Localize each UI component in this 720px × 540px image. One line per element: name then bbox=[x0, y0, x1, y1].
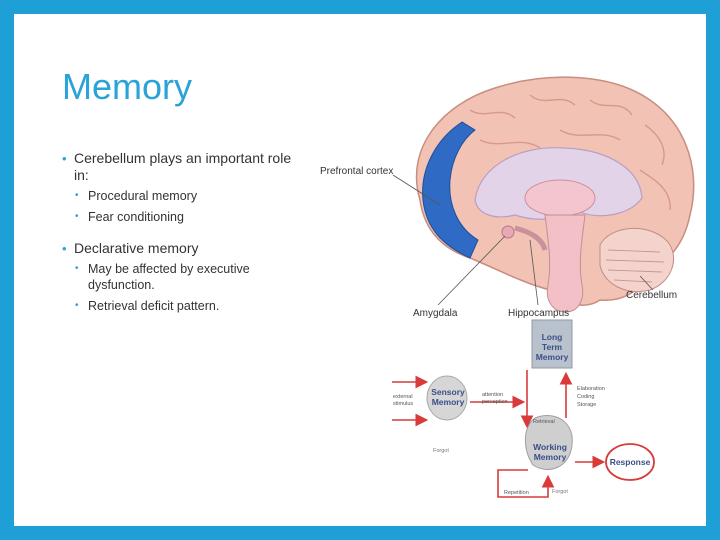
sub-bullet-retrieval: Retrieval deficit pattern. bbox=[62, 298, 302, 314]
bullet-declarative: Declarative memory bbox=[62, 240, 302, 257]
forgot-label-2: Forgot bbox=[552, 489, 568, 495]
label-hippocampus: Hippocampus bbox=[508, 308, 569, 319]
hippocampus-region bbox=[514, 225, 548, 251]
label-amygdala: Amygdala bbox=[413, 308, 458, 319]
slide-title: Memory bbox=[62, 66, 193, 107]
thalamus bbox=[524, 179, 596, 217]
prefrontal-cortex-region bbox=[422, 121, 479, 259]
amygdala-region bbox=[501, 225, 515, 239]
label-cerebellum: Cerebellum bbox=[626, 290, 677, 301]
retrieval-label: Retrieval bbox=[533, 419, 555, 425]
label-prefrontal-cortex: Prefrontal cortex bbox=[320, 166, 393, 177]
long-term-memory-block bbox=[531, 319, 573, 369]
sub-bullet-executive: May be affected by executive dysfunction… bbox=[62, 261, 302, 293]
sub-bullet-fear: Fear conditioning bbox=[62, 209, 302, 225]
cerebellum-region bbox=[599, 228, 675, 293]
response-label: Response bbox=[610, 457, 651, 467]
brainstem bbox=[544, 214, 586, 313]
sensory-head bbox=[426, 375, 468, 421]
repetition-label: Repetition bbox=[504, 490, 529, 496]
bullet-list: Cerebellum plays an important role in: P… bbox=[62, 150, 302, 319]
working-memory-head bbox=[524, 415, 573, 470]
sub-bullet-procedural: Procedural memory bbox=[62, 188, 302, 204]
forgot-label-1: Forgot bbox=[433, 448, 449, 454]
bullet-cerebellum: Cerebellum plays an important role in: bbox=[62, 150, 302, 184]
response-ellipse bbox=[605, 443, 655, 481]
brain-illustration: Prefrontal cortex Amygdala Hippocampus C… bbox=[320, 76, 695, 319]
